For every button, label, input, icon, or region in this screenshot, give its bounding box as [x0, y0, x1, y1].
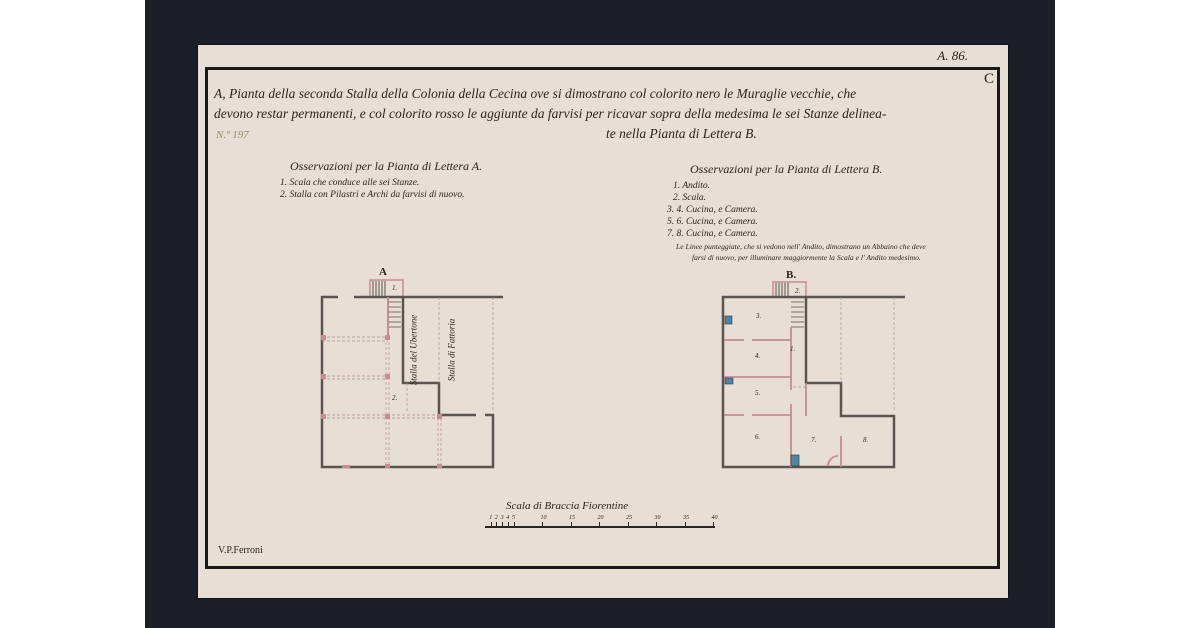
plan-b-room-8: 8. [863, 436, 869, 444]
title-line: te nella Pianta di Lettera B. [606, 126, 757, 141]
stable-label: Stalla di Fattoria [446, 318, 457, 382]
scale-tick [713, 522, 714, 527]
plan-b-label: B. [786, 269, 797, 281]
scale-tick-label: 20 [597, 515, 604, 521]
title-line: A, Pianta della seconda Stalla della Col… [214, 86, 857, 101]
notes-b-item: 3. 4. Cucina, e Camera. [667, 205, 758, 215]
notes-b-item: 7. 8. Cucina, e Camera. [667, 229, 758, 239]
catalog-number: A. 86. [937, 48, 968, 63]
drawing-sheet: A. 86. C A, Pianta della seconda Stalla … [198, 45, 1008, 598]
notes-b-item: 2. Scala. [673, 193, 706, 203]
signature: V.P.Ferroni [218, 545, 263, 556]
scale-tick-label: 35 [683, 515, 689, 521]
scale-bar [485, 526, 715, 528]
notes-b-item: 5. 6. Cucina, e Camera. [667, 217, 758, 227]
scale-bar-title: Scala di Braccia Fiorentine [506, 500, 629, 512]
drawing-frame [205, 67, 1000, 569]
scale-tick [570, 522, 572, 527]
scale-tick-label: 5 [512, 515, 515, 521]
scale-tick-label: 15 [569, 515, 575, 521]
plan-b-room-5: 5. [755, 389, 761, 397]
scale-tick [496, 522, 498, 527]
plan-b-room-1: 1. [790, 345, 796, 353]
plan-a-label: A [379, 266, 387, 278]
notes-b-remark: Le Linee punteggiate, che si vedono nell… [676, 242, 926, 251]
old-number: N.º 197 [216, 129, 249, 141]
plan-b-room-7: 7. [811, 436, 817, 444]
scale-tick [542, 522, 543, 527]
plan-b-room-3: 3. [756, 312, 762, 320]
scale-tick [684, 522, 686, 527]
plan-b-room-4: 4. [755, 352, 761, 360]
plan-b-room-2: 2. [795, 287, 801, 295]
scale-tick-label: 4 [506, 515, 510, 521]
notes-b-heading: Osservazioni per la Pianta di Lettera B. [690, 162, 883, 176]
scale-tick [599, 522, 600, 527]
plan-b [721, 281, 905, 469]
scale-tick [627, 522, 629, 527]
scale-tick-label: 3 [500, 515, 504, 521]
scale-tick [507, 522, 509, 527]
plan-a-room-1: 1. [392, 284, 398, 292]
notes-a-heading: Osservazioni per la Pianta di Lettera A. [290, 159, 483, 173]
plan-a-room-2: 2. [392, 394, 398, 402]
title-line: devono restar permanenti, e col colorito… [214, 106, 887, 121]
scale-tick-label: 1 [489, 515, 493, 521]
scale-tick [656, 522, 657, 527]
scale-tick-label: 25 [626, 515, 632, 521]
scale-tick-label: 30 [654, 515, 661, 521]
notes-a-item: 2. Stalla con Pilastri e Archi da farvis… [280, 190, 465, 200]
scale-tick [490, 522, 492, 527]
scale-tick-label: 40 [711, 515, 718, 521]
stable-label: Stalla del Ubertone [408, 314, 419, 386]
plan-b-room-6: 6. [755, 433, 761, 441]
notes-b-item: 1. Andito. [673, 181, 711, 191]
notes-b-remark: farsi di nuovo, per illuminare maggiorme… [692, 253, 921, 262]
scale-tick [513, 522, 515, 527]
corner-letter: C [983, 71, 994, 87]
notes-a-item: 1. Scala che conduce alle sei Stanze. [280, 178, 420, 188]
scale-tick [502, 522, 504, 527]
scale-tick-label: 2 [494, 515, 498, 521]
plan-a [320, 279, 503, 469]
floor-plans [320, 279, 905, 469]
scale-tick-label: 10 [540, 515, 547, 521]
